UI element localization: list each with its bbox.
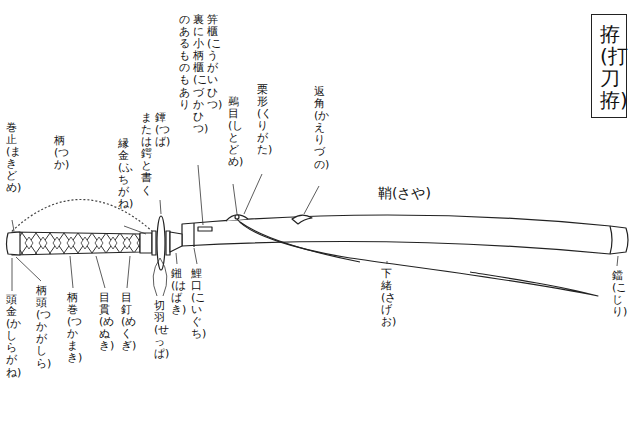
kurikata (226, 215, 248, 221)
part-label: 切羽(せっぱ) (154, 300, 165, 360)
shitodome (235, 215, 239, 219)
kaerizuno (292, 215, 312, 224)
part-label: または鍔と書く (141, 112, 152, 197)
seppa (152, 231, 156, 255)
title-text: 拵(打刀拵) (600, 23, 620, 111)
part-label: 鵐目(しとどめ) (228, 96, 239, 169)
sageo (240, 222, 360, 262)
part-label: 柄頭(つかがしら) (36, 285, 47, 370)
part-label: 鐔(つば) (155, 112, 166, 148)
part-label: 栗形(くりがた) (257, 84, 268, 157)
part-label: 裏に小柄櫃(こづかひつ) (193, 14, 204, 135)
part-label: 巻止(まきどめ) (6, 122, 17, 195)
part-label: 縁金(ふちがね) (118, 138, 129, 211)
part-label: 下緒(さげお) (381, 268, 392, 328)
part-label: 柄(つか) (54, 135, 65, 171)
sageo (237, 219, 598, 296)
part-label: 鯉口(こいぐち) (191, 268, 202, 341)
part-label: 鐺(こじり) (612, 270, 623, 318)
part-label: 頭金(かしらがね) (6, 294, 17, 379)
saya (182, 215, 628, 254)
kashira (7, 232, 21, 255)
kogai-hitsu (198, 227, 212, 231)
habaki (170, 232, 182, 252)
part-label: 鎺(はばき) (171, 268, 182, 316)
title-box: 拵(打刀拵) (591, 14, 627, 118)
leader-lines (12, 165, 618, 296)
part-label: 柄巻(つかまき) (67, 292, 78, 365)
part-label: 目貫(めぬき) (99, 292, 110, 352)
part-label: 笄櫃(こうがいひつ) (207, 14, 218, 111)
tsuka-extent (12, 200, 152, 232)
part-label: 目釘(めくぎ) (121, 292, 132, 352)
part-label: のあるものもあり (179, 14, 190, 111)
tsuba (157, 216, 165, 270)
kojiri (610, 226, 612, 254)
tsuka (12, 232, 140, 255)
fuchi (140, 233, 152, 253)
koiguchi (193, 223, 194, 247)
part-label: 返角(かえりづの) (314, 86, 325, 171)
part-label: 鞘(さや) (378, 186, 431, 201)
